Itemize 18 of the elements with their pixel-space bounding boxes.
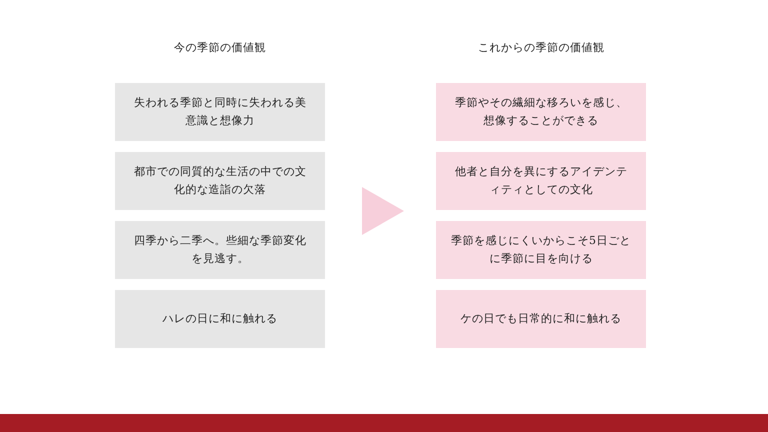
current-value-box	[115, 83, 325, 141]
current-value-box	[115, 152, 325, 210]
box-text: 季節を感じにくいからこそ5日ごとに季節に目を向ける	[450, 232, 632, 267]
box-text: 他者と自分を異にするアイデンティティとしての文化	[454, 164, 628, 198]
future-value-box	[436, 221, 646, 279]
box-text: ケの日でも日常的に和に触れる	[460, 310, 622, 327]
box-text: 四季から二季へ。些細な季節変化を見逃す。	[132, 232, 308, 267]
column-heading: これからの季節の価値観	[476, 40, 606, 55]
future-value-box	[436, 152, 646, 210]
column-heading: 今の季節の価値観	[173, 40, 267, 55]
box-text: 失われる季節と同時に失われる美意識と想像力	[132, 94, 308, 129]
box-text: 季節やその繊細な移ろいを感じ、想像することができる	[454, 94, 628, 129]
current-value-box	[115, 290, 325, 348]
current-value-box	[115, 221, 325, 279]
future-value-box	[436, 83, 646, 141]
box-text: 都市での同質的な生活の中での文化的な造詣の欠落	[132, 164, 308, 198]
box-text: ハレの日に和に触れる	[162, 310, 278, 327]
future-value-box	[436, 290, 646, 348]
